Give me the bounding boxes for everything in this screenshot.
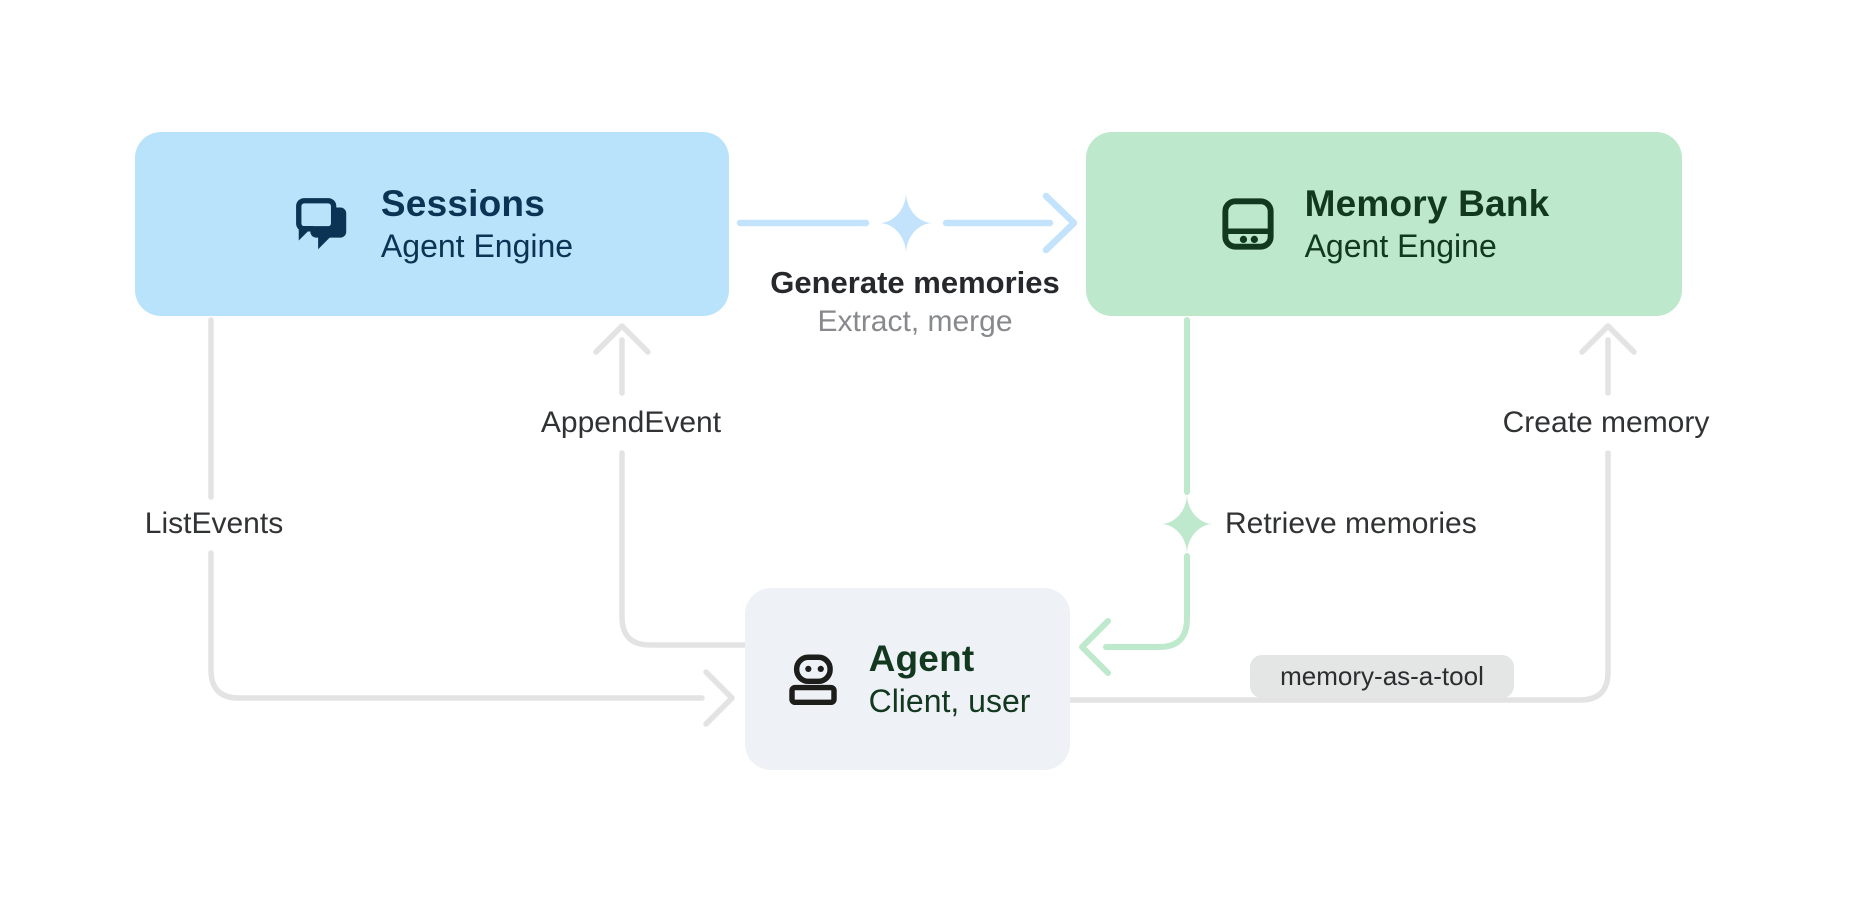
sparkle-green-icon [1161,494,1213,554]
node-subtitle: Client, user [868,683,1031,719]
node-memory-bank: Memory Bank Agent Engine [1086,132,1682,316]
memory-storage-icon [1219,195,1277,253]
node-subtitle: Agent Engine [380,228,574,264]
sparkle-blue-icon [879,192,933,254]
edge-retrieve-memories-line [1079,317,1190,676]
chat-forum-icon [291,193,353,255]
arrow-left-icon [1079,618,1111,676]
edge-append-event-line [593,323,748,648]
node-subtitle: Agent Engine [1304,228,1497,264]
node-title: Sessions [380,183,545,224]
edge-label-append-event: AppendEvent [481,405,781,441]
edge-list-events-line [208,317,735,727]
edge-create-memory-line [1067,323,1637,703]
edge-generate-memories-line [736,192,1078,254]
edge-label-text: Generate memories [770,265,1060,300]
node-sessions: Sessions Agent Engine [135,132,729,316]
node-title: Memory Bank [1304,183,1550,224]
node-title: Agent [868,638,975,679]
arrow-up-icon [593,323,651,355]
memory-as-a-tool-badge: memory-as-a-tool [1250,655,1514,698]
edge-label-list-events: ListEvents [64,506,364,542]
edge-label-retrieve-memories: Retrieve memories [1225,507,1477,540]
arrow-right-icon [703,669,735,727]
edge-label-create-memory: Create memory [1456,405,1756,441]
edge-label-generate-memories: Generate memories Extract, merge [695,264,1135,340]
arrow-up-icon [1579,323,1637,355]
node-agent: Agent Client, user [745,588,1070,770]
robot-icon [785,651,841,707]
edge-sublabel-text: Extract, merge [817,305,1013,338]
arrow-right-icon [1042,192,1078,254]
